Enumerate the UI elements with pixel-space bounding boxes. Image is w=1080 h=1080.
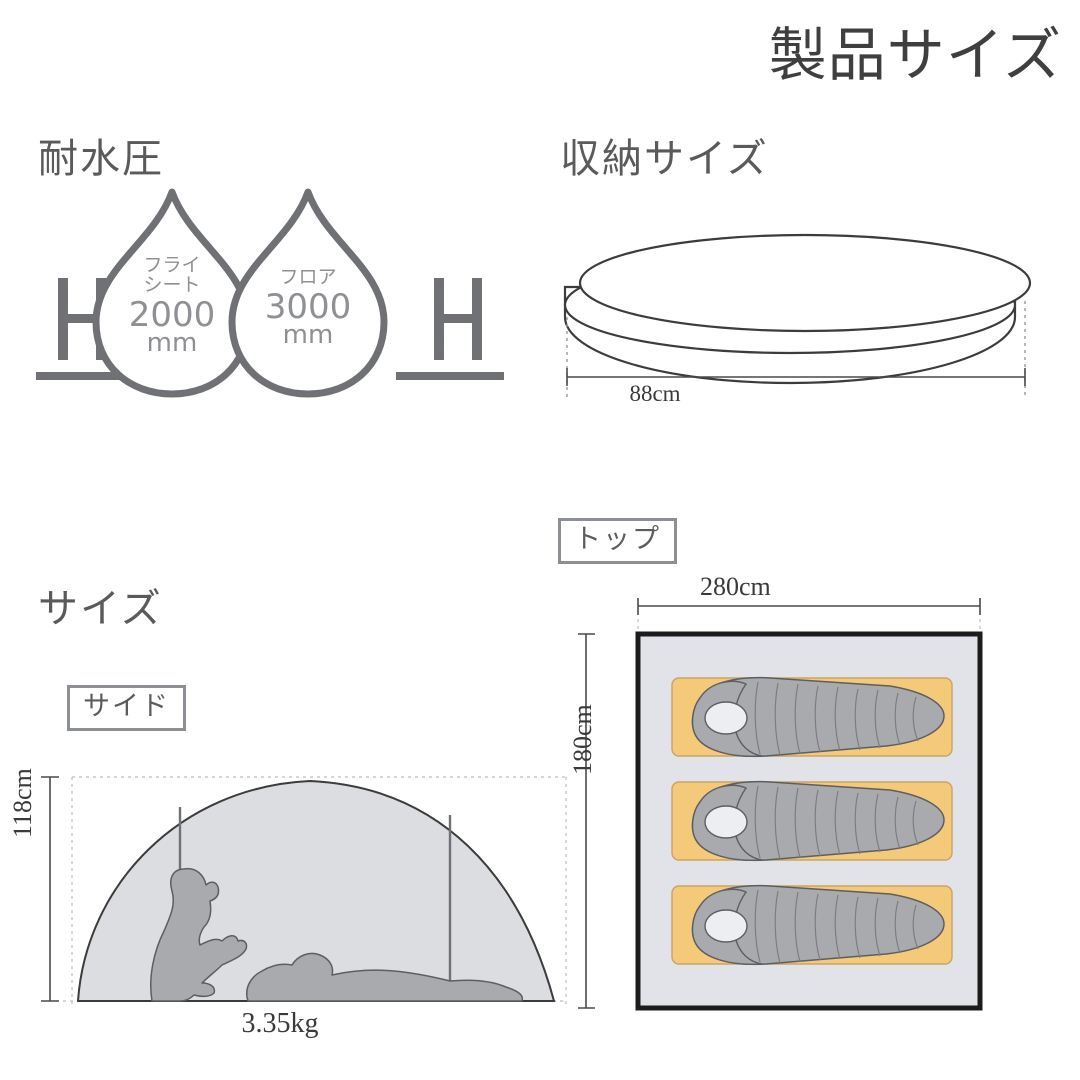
sleeping-bag-head-opening bbox=[704, 701, 748, 735]
side-view-diagram bbox=[41, 776, 567, 1005]
sleeping-bag-head-opening bbox=[704, 909, 748, 943]
droplet-floor-text: フロア 3000 mm bbox=[248, 266, 368, 350]
storage-disc-diagram bbox=[563, 233, 1032, 397]
baseline-rule bbox=[36, 372, 504, 380]
sleeping-bag-head-opening bbox=[704, 805, 748, 839]
h-letter-right bbox=[434, 278, 482, 360]
sleeping-bag-ribs bbox=[754, 889, 919, 964]
top-view-diagram bbox=[578, 598, 983, 1011]
person-lying-silhouette bbox=[246, 952, 524, 1002]
side-view-label: サイド bbox=[67, 685, 186, 731]
top-width-dimension: 280cm bbox=[700, 572, 771, 601]
sleeping-bag-ribs bbox=[754, 785, 919, 860]
droplet-value: 3000 bbox=[264, 286, 352, 327]
droplet-label-line1: フロア bbox=[279, 266, 337, 288]
droplet-fly-sheet bbox=[92, 188, 252, 398]
sleeping-bag-ribs bbox=[754, 681, 919, 756]
droplet-unit: mm bbox=[282, 319, 334, 350]
droplet-unit: mm bbox=[146, 327, 198, 358]
water-resistance-diagram bbox=[36, 188, 504, 398]
sleeping-bag-slot bbox=[671, 676, 953, 758]
top-height-dimension: 180cm bbox=[568, 704, 597, 775]
dimension-line-width bbox=[566, 368, 1026, 386]
droplet-label-line2: シート bbox=[143, 273, 201, 296]
droplet-fly-sheet-text: フライ シート 2000 mm bbox=[112, 254, 232, 358]
dimension-line-height bbox=[41, 776, 59, 1002]
page-title: 製品サイズ bbox=[768, 21, 1062, 89]
dimension-line-height bbox=[578, 633, 595, 1009]
section-heading-size: サイズ bbox=[38, 586, 163, 632]
droplet-floor bbox=[228, 188, 388, 398]
sleeping-bag-slot bbox=[671, 884, 953, 966]
dimension-line-width bbox=[637, 598, 981, 615]
sleeping-bag-slot bbox=[671, 780, 953, 862]
top-view-label: トップ bbox=[558, 518, 677, 564]
droplet-value: 2000 bbox=[128, 294, 216, 335]
storage-width-dimension-container: 88cm bbox=[0, 381, 1080, 407]
section-heading-water-resistance: 耐水圧 bbox=[38, 136, 164, 182]
person-sitting-silhouette bbox=[149, 867, 248, 1002]
droplet-label-line1: フライ bbox=[143, 254, 201, 276]
storage-width-dimension: 88cm bbox=[629, 381, 681, 406]
disc-top bbox=[578, 233, 1032, 333]
section-heading-storage-size: 収納サイズ bbox=[560, 136, 769, 182]
side-height-dimension: 118cm bbox=[8, 768, 37, 838]
tent-weight: 3.35kg bbox=[241, 1008, 319, 1039]
